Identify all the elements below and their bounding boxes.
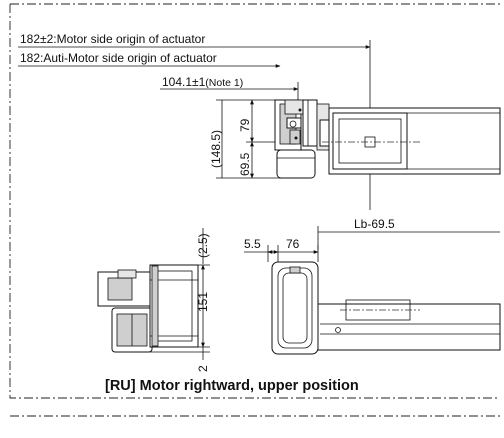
dimension-lb: Lb-69.5 (317, 217, 500, 250)
dim-lb-label: Lb-69.5 (354, 217, 395, 231)
drawing-frame (9, 3, 500, 417)
dim-total-height-label: (148.5) (209, 130, 223, 168)
dim-motor-side-label: 182±2:Motor side origin of actuator (20, 32, 205, 46)
coupling-top (302, 99, 331, 151)
dim-2-5-label: (2.5) (196, 233, 210, 258)
dim-69-5-label: 69.5 (238, 152, 252, 176)
dim-79-label: 79 (238, 118, 252, 132)
dim-151-label: 151 (196, 292, 210, 312)
dim-note-label: 104.1±1(Note 1) (162, 75, 243, 89)
dimension-2: 2 (150, 347, 210, 372)
motor-end (271, 261, 319, 355)
motor-top (274, 99, 316, 179)
dimension-104-1: 104.1±1(Note 1) (160, 75, 299, 100)
actuator-end-side (149, 264, 199, 348)
dim-2-label: 2 (196, 365, 210, 372)
dimension-182-anti-motor-side: 182:Auti-Motor side origin of actuator (18, 51, 281, 68)
dimension-2-5: (2.5) (150, 228, 210, 266)
dim-76-label: 76 (286, 237, 300, 251)
dim-5-5-label: 5.5 (244, 237, 261, 251)
dimension-76: 76 (267, 237, 319, 262)
actuator-body-end (317, 299, 501, 351)
dim-anti-motor-side-label: 182:Auti-Motor side origin of actuator (20, 51, 217, 65)
top-view: 182±2:Motor side origin of actuator 182:… (18, 32, 501, 210)
side-view: (2.5) 151 2 (97, 228, 210, 372)
actuator-body-top (322, 107, 501, 175)
motor-side (97, 269, 153, 353)
dimension-5-5: 5.5 (244, 237, 279, 262)
drawing-caption: [RU] Motor rightward, upper position (105, 378, 359, 394)
dimension-69-5: 69.5 (238, 141, 254, 179)
end-view: 5.5 76 Lb-69.5 (244, 217, 501, 355)
